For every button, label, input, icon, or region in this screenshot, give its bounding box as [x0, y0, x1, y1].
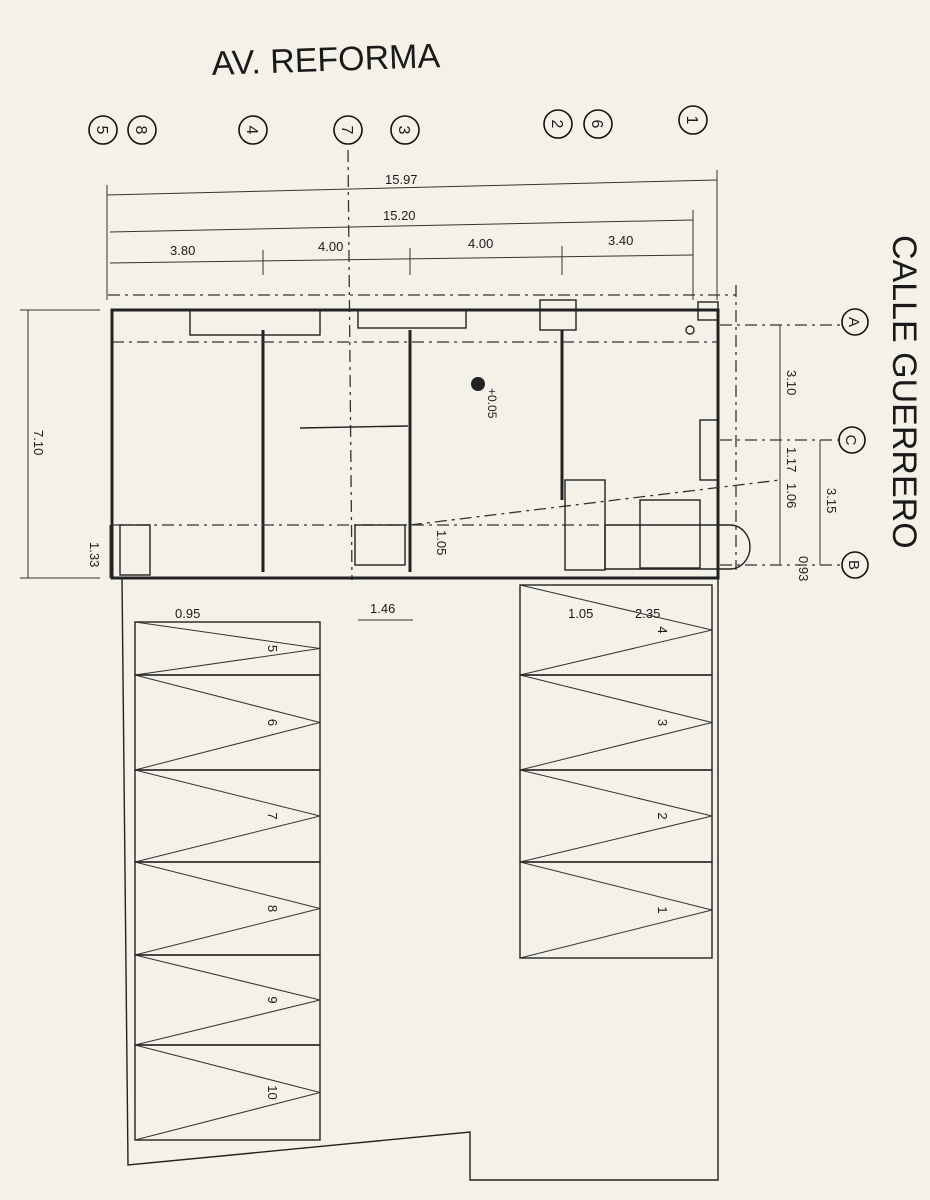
building-outline: +0.05: [110, 299, 781, 580]
grid-bubble-label: 8: [132, 126, 149, 135]
grid-bubble-label: A: [845, 317, 862, 327]
parking-space: 3: [519, 674, 713, 771]
grid-bubble-A: A: [841, 308, 869, 336]
parking-space-number: 3: [655, 719, 670, 726]
street-title-guerrero: CALLE GUERRERO: [885, 235, 923, 549]
street-title-reforma: AV. REFORMA: [211, 37, 441, 83]
dim-depth: 7.10: [31, 430, 46, 455]
parking-space-number: 7: [265, 812, 280, 819]
grid-bubble-label: 4: [243, 126, 260, 135]
grid-bubble-label: 6: [588, 120, 605, 129]
dim-overall: 15.97: [385, 172, 418, 187]
grid-bubble-4: 4: [238, 115, 268, 145]
parking-spaces-right: 4 3 2 1: [519, 584, 713, 959]
parking-space-number: 1: [655, 906, 670, 913]
dim-bay-4: 3.40: [608, 233, 633, 248]
grid-bubble-5: 5: [88, 115, 118, 145]
parking-space-number: 4: [655, 626, 670, 633]
grid-bubble-label: C: [842, 435, 859, 446]
parking-space: 10: [134, 1044, 321, 1141]
parking-space: 5: [134, 621, 321, 676]
grid-bubble-1: 1: [678, 105, 708, 135]
dim-bay-2: 4.00: [318, 239, 343, 254]
dim-right-5: 0.93: [796, 556, 811, 581]
parking-space-number: 2: [655, 812, 670, 819]
grid-bubble-label: 1: [683, 116, 700, 125]
parking-lot-outline: [121, 577, 719, 1181]
grid-axis-bubbles-top: 5 8 4 7 3 2 6 1: [88, 105, 708, 145]
grid-bubble-label: 5: [93, 126, 110, 135]
dim-right-2: 1.17: [784, 447, 799, 472]
parking-space: 4: [519, 584, 713, 676]
dim-bottom-4: 2.35: [635, 606, 660, 621]
grid-bubble-7: 7: [333, 115, 363, 145]
dim-bottom-1: 0.95: [175, 606, 200, 621]
grid-bubble-label: 2: [548, 120, 565, 129]
grid-bubble-C: C: [838, 426, 866, 454]
side-dimensions: 7.10 1.33 3.10 1.17 1.06 3.15 0.93 1.05 …: [20, 309, 839, 621]
dim-bay-3: 4.00: [468, 236, 493, 251]
dim-bath-door: 1.05: [434, 530, 449, 555]
grid-bubble-6: 6: [583, 109, 613, 139]
grid-bubble-3: 3: [390, 115, 420, 145]
grid-bubble-label: B: [845, 560, 862, 570]
grid-bubble-B: B: [841, 551, 869, 579]
dim-axes-total: 15.20: [383, 208, 416, 223]
parking-space-number: 5: [265, 645, 280, 652]
dim-bay-1: 3.80: [170, 243, 195, 258]
dim-right-3: 1.06: [784, 483, 799, 508]
parking-space: 9: [134, 954, 321, 1046]
parking-space-number: 10: [265, 1085, 280, 1099]
grid-bubble-label: 7: [338, 126, 355, 135]
parking-space: 1: [519, 861, 713, 959]
dim-right-4: 3.15: [824, 488, 839, 513]
dim-left-small: 1.33: [87, 542, 102, 567]
top-dimensions: 15.97 15.20 3.80 4.00 4.00 3.40: [106, 170, 718, 300]
grid-axis-bubbles-right: A C B: [838, 308, 869, 579]
level-mark: +0.05: [485, 388, 499, 419]
dim-bottom-2: 1.46: [370, 601, 395, 616]
parking-space: 8: [134, 861, 321, 956]
parking-space: 2: [519, 769, 713, 863]
parking-space-number: 8: [265, 905, 280, 912]
grid-bubble-label: 3: [395, 126, 412, 135]
grid-bubble-2: 2: [543, 109, 573, 139]
parking-space-number: 6: [265, 719, 280, 726]
dim-right-1: 3.10: [784, 370, 799, 395]
parking-spaces-left: 5 6 7 8 9 10: [134, 621, 321, 1141]
dim-bottom-3: 1.05: [568, 606, 593, 621]
parking-space-number: 9: [265, 996, 280, 1003]
parking-space: 6: [134, 674, 321, 771]
axis-lines: [108, 149, 840, 581]
grid-bubble-8: 8: [127, 115, 157, 145]
parking-space: 7: [134, 769, 321, 863]
